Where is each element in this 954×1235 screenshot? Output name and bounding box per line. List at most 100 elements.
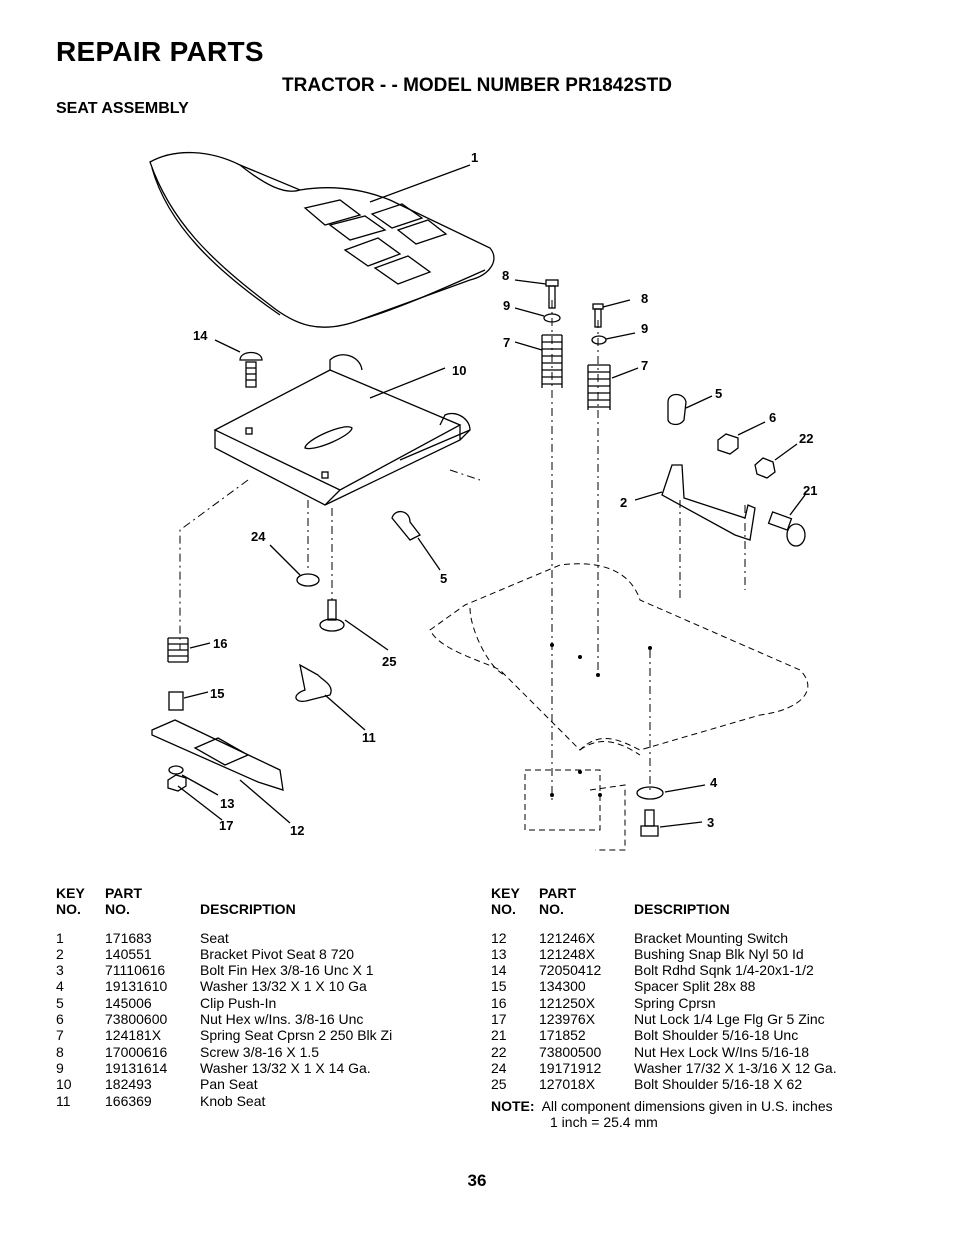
bracket-mounting-switch-12 <box>151 719 284 791</box>
carriage-bolt-14 <box>239 351 263 388</box>
key-cell: 14 <box>491 962 507 979</box>
callout-6: 6 <box>769 410 776 425</box>
key-cell: 10 <box>56 1076 72 1093</box>
part-number-cell: 182493 <box>105 1076 152 1093</box>
key-cell: 6 <box>56 1011 64 1028</box>
table-header-row-2: NO. NO. DESCRIPTION <box>491 901 730 918</box>
part-number-cell: 140551 <box>105 945 152 962</box>
callout-25: 25 <box>382 654 396 669</box>
description-cell: Screw 3/8-16 X 1.5 <box>200 1043 320 1060</box>
key-cell: 25 <box>491 1076 507 1093</box>
key-cell: 1 <box>56 929 64 946</box>
description-cell: Washer 13/32 X 1 X 14 Ga. <box>200 1059 371 1076</box>
callout-4: 4 <box>710 775 718 790</box>
seat-part <box>149 151 495 328</box>
section-title: SEAT ASSEMBLY <box>56 100 189 117</box>
callout-13: 13 <box>220 796 234 811</box>
key-cell: 8 <box>56 1043 64 1060</box>
part-number-cell: 124181X <box>105 1027 162 1044</box>
note-line-1: All component dimensions given in U.S. i… <box>541 1098 833 1114</box>
table-header-row-1: KEY PART <box>56 885 143 901</box>
part-number-cell: 171852 <box>539 1027 586 1044</box>
callout-7-right: 7 <box>641 358 648 373</box>
part-number-cell: 121250X <box>539 994 596 1011</box>
model-subtitle: TRACTOR - - MODEL NUMBER PR1842STD <box>282 75 672 96</box>
part-number-cell: 134300 <box>539 978 586 995</box>
shoulder-bolt-21 <box>767 511 806 547</box>
callout-3: 3 <box>707 815 714 830</box>
part-number-cell: 73800600 <box>105 1011 168 1028</box>
callout-22: 22 <box>799 431 813 446</box>
part-number-cell: 121246X <box>539 929 596 946</box>
table-row: 22 73800500 Nut Hex Lock W/Ins 5/16-18 <box>491 1044 911 1060</box>
spring-7 <box>541 334 611 410</box>
description-cell: Bolt Shoulder 5/16-18 X 62 <box>634 1076 803 1093</box>
spring-16 <box>167 637 189 663</box>
washer-4 <box>636 786 664 800</box>
part-number-cell: 123976X <box>539 1011 596 1028</box>
callout-11: 11 <box>362 730 376 745</box>
key-cell: 3 <box>56 962 64 979</box>
description-cell: Nut Lock 1/4 Lge Flg Gr 5 Zinc <box>634 1011 825 1028</box>
callout-2: 2 <box>620 495 627 510</box>
key-cell: 2 <box>56 945 64 962</box>
clip-push-in-5 <box>391 393 687 541</box>
callout-14: 14 <box>193 328 208 343</box>
callout-24: 24 <box>251 529 266 544</box>
description-cell: Bushing Snap Blk Nyl 50 Id <box>634 945 804 962</box>
key-cell: 13 <box>491 945 507 962</box>
description-cell: Spacer Split 28x 88 <box>634 978 756 995</box>
key-cell: 21 <box>491 1027 507 1044</box>
description-cell: Clip Push-In <box>200 994 277 1011</box>
table-header-row-1: KEY PART <box>491 885 577 901</box>
part-number-cell: 166369 <box>105 1092 152 1109</box>
shoulder-bolt-25 <box>319 599 345 632</box>
table-row: 11 166369 Knob Seat <box>56 1093 456 1109</box>
callout-21: 21 <box>803 483 817 498</box>
bracket-pivot-2 <box>661 464 756 541</box>
page-title: REPAIR PARTS <box>56 36 264 67</box>
screw-8 <box>545 279 604 328</box>
callout-17: 17 <box>219 818 233 833</box>
bushing-13 <box>168 765 184 775</box>
callout-12: 12 <box>290 823 304 838</box>
key-cell: 4 <box>56 978 64 995</box>
key-cell: 11 <box>56 1092 71 1109</box>
description-cell: Nut Hex Lock W/Ins 5/16-18 <box>634 1043 810 1060</box>
description-cell: Spring Seat Cprsn 2 250 Blk Zi <box>200 1027 393 1044</box>
callout-5-left: 5 <box>440 571 447 586</box>
part-number-cell: 73800500 <box>539 1043 602 1060</box>
bolt-3 <box>640 809 659 837</box>
key-cell: 7 <box>56 1027 64 1044</box>
tractor-frame-outline <box>429 563 809 851</box>
note-label: NOTE: <box>491 1098 535 1114</box>
callout-15: 15 <box>210 686 224 701</box>
description-cell: Bolt Rdhd Sqnk 1/4-20x1-1/2 <box>634 962 814 979</box>
note-line-2: 1 inch = 25.4 mm <box>550 1114 658 1131</box>
part-number-cell: 72050412 <box>539 962 602 979</box>
description-cell: Seat <box>200 929 229 946</box>
callout-10: 10 <box>452 363 466 378</box>
callout-8-right: 8 <box>641 291 648 306</box>
key-cell: 16 <box>491 994 507 1011</box>
description-cell: Bolt Fin Hex 3/8-16 Unc X 1 <box>200 962 374 979</box>
callout-9-right: 9 <box>641 321 648 336</box>
description-cell: Washer 13/32 X 1 X 10 Ga <box>200 978 367 995</box>
callout-9-left: 9 <box>503 298 510 313</box>
part-number-cell: 19171912 <box>539 1059 602 1076</box>
frame-holes <box>550 643 652 797</box>
description-cell: Knob Seat <box>200 1092 266 1109</box>
key-cell: 22 <box>491 1043 507 1060</box>
